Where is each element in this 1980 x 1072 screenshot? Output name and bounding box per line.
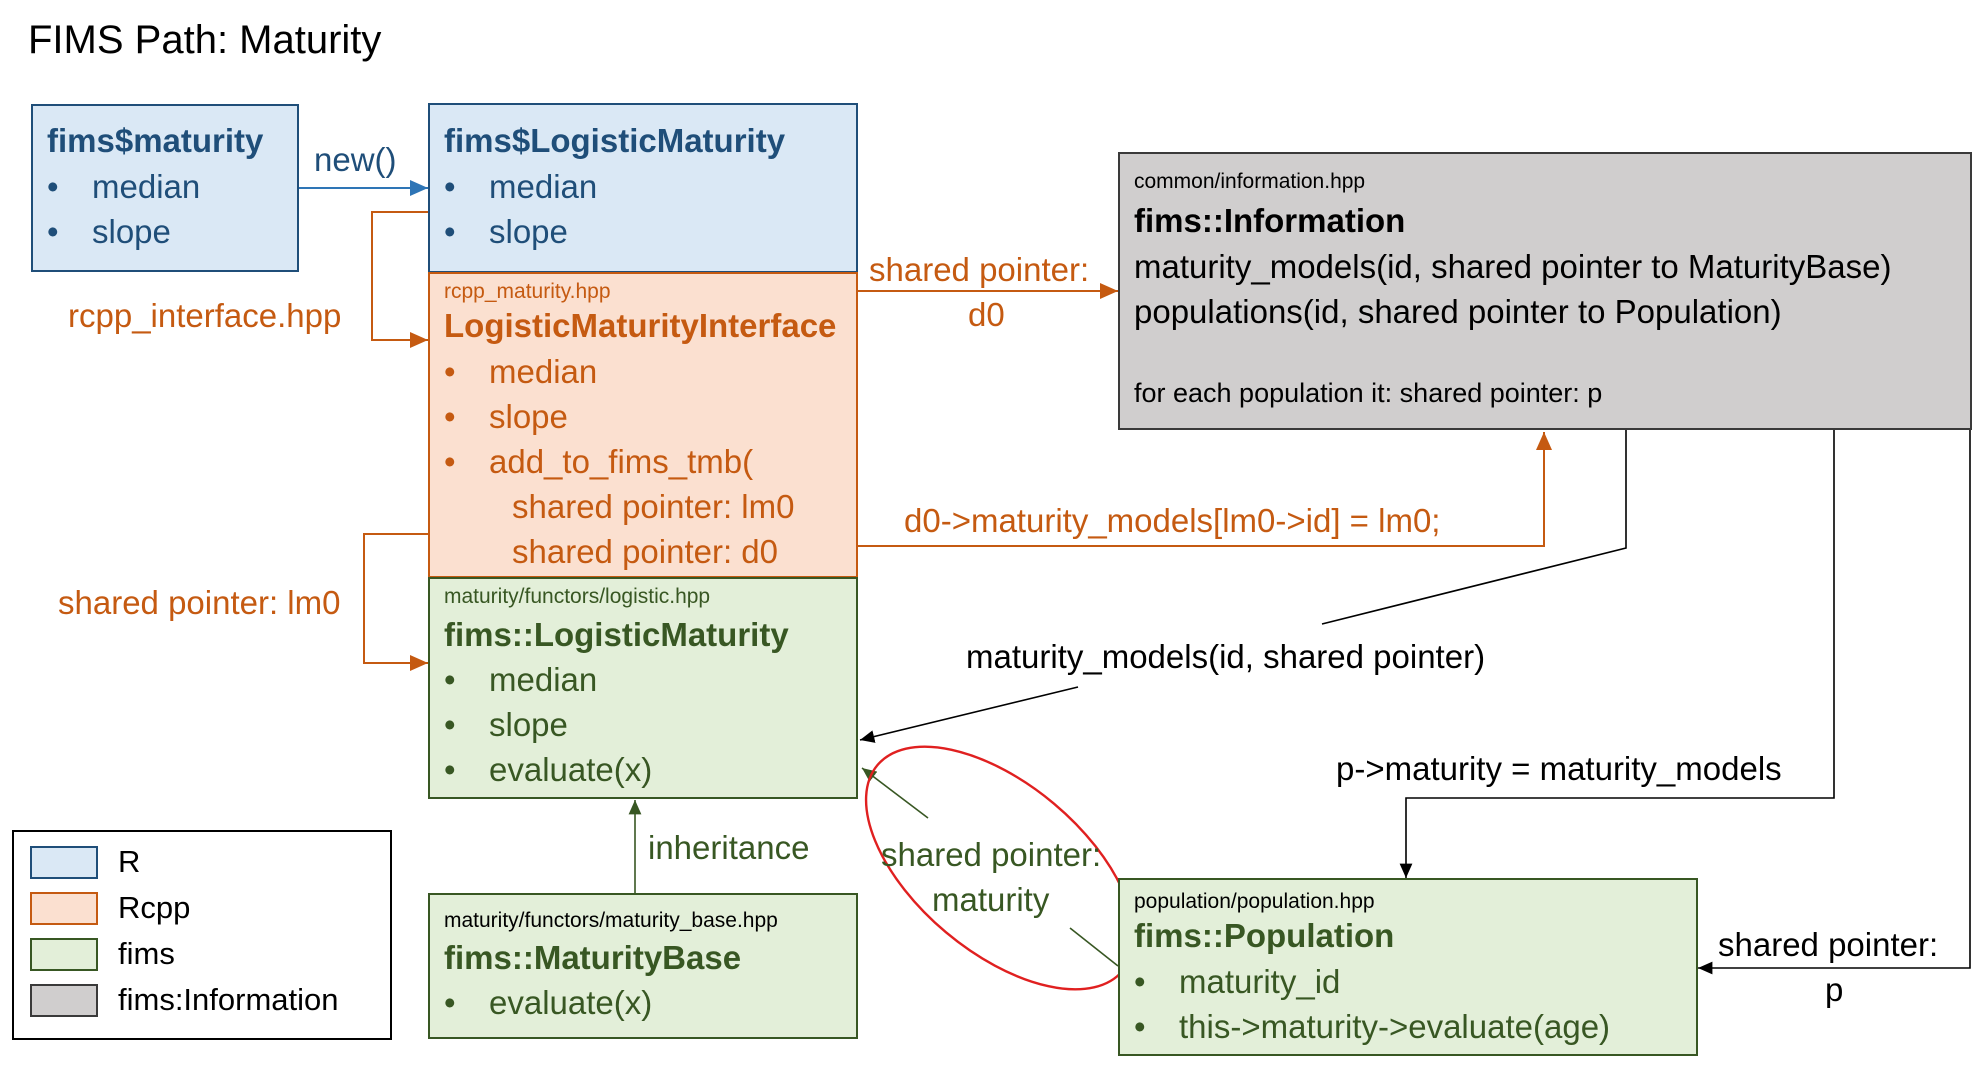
page-title: FIMS Path: Maturity xyxy=(28,18,382,62)
fims-logistic-item: •evaluate(x) xyxy=(444,751,653,788)
maturity-base-heading: fims::MaturityBase xyxy=(444,939,742,976)
new-label: new() xyxy=(314,141,397,178)
population-box: population/population.hpp fims::Populati… xyxy=(1118,878,1698,1056)
information-file-label: common/information.hpp xyxy=(1134,170,1366,193)
population-file-label: population/population.hpp xyxy=(1134,890,1375,913)
legend-swatch-rcpp xyxy=(30,892,98,925)
population-heading: fims::Population xyxy=(1134,917,1395,954)
rcpp-sub-item: shared pointer: lm0 xyxy=(512,488,795,525)
maturity-base-file-label: maturity/functors/maturity_base.hpp xyxy=(444,909,778,932)
shared-pointer-p-label: shared pointer: xyxy=(1718,926,1939,963)
rcpp-interface-label: rcpp_interface.hpp xyxy=(68,297,342,334)
fims-logistic-file-label: maturity/functors/logistic.hpp xyxy=(444,585,711,608)
legend-swatch-fims xyxy=(30,938,98,971)
information-line: populations(id, shared pointer to Popula… xyxy=(1134,293,1782,330)
rcpp-interface-box: rcpp_maturity.hpp LogisticMaturityInterf… xyxy=(428,272,858,578)
r-maturity-item: •median xyxy=(47,168,201,205)
rcpp-item: •add_to_fims_tmb( xyxy=(444,443,754,480)
fims-logistic-item: •median xyxy=(444,661,598,698)
shared-pointer-d0-label: shared pointer: xyxy=(869,251,1090,288)
maturity-models-call-label: maturity_models(id, shared pointer) xyxy=(966,638,1486,675)
legend-label-rcpp: Rcpp xyxy=(118,890,191,925)
r-maturity-box: fims$maturity •median •slope xyxy=(31,104,299,272)
shared-pointer-lm0-label: shared pointer: lm0 xyxy=(58,584,341,621)
information-line: maturity_models(id, shared pointer to Ma… xyxy=(1134,248,1892,285)
fims-logistic-heading: fims::LogisticMaturity xyxy=(444,616,789,653)
fims-logistic-maturity-box: maturity/functors/logistic.hpp fims::Log… xyxy=(428,577,858,799)
legend-label-r: R xyxy=(118,844,141,879)
r-logistic-maturity-box: fims$LogisticMaturity •median •slope xyxy=(428,103,858,273)
maturity-base-item: •evaluate(x) xyxy=(444,984,653,1021)
r-logistic-item: •slope xyxy=(444,213,568,250)
inheritance-label: inheritance xyxy=(648,829,810,866)
shared-pointer-maturity-label: shared pointer: xyxy=(881,836,1102,873)
rcpp-heading: LogisticMaturityInterface xyxy=(444,307,837,344)
legend-label-information: fims:Information xyxy=(118,982,339,1017)
legend-label-fims: fims xyxy=(118,936,175,971)
legend-swatch-information xyxy=(30,984,98,1017)
fims-logistic-item: •slope xyxy=(444,706,568,743)
legend-swatch-r xyxy=(30,846,98,879)
p-maturity-label: p->maturity = maturity_models xyxy=(1336,750,1782,787)
r-maturity-item: •slope xyxy=(47,213,171,250)
population-item: •maturity_id xyxy=(1134,963,1341,1000)
shared-pointer-p-value: p xyxy=(1825,971,1844,1008)
shared-pointer-d0-value: d0 xyxy=(968,296,1005,333)
shared-pointer-maturity-value: maturity xyxy=(932,881,1050,918)
rcpp-sub-item: shared pointer: d0 xyxy=(512,533,779,570)
legend: R Rcpp fims fims:Information xyxy=(12,830,392,1040)
information-heading: fims::Information xyxy=(1134,202,1406,239)
assign-models-label: d0->maturity_models[lm0->id] = lm0; xyxy=(904,502,1441,539)
information-note: for each population it: shared pointer: … xyxy=(1134,378,1603,408)
rcpp-file-label: rcpp_maturity.hpp xyxy=(444,280,611,303)
r-logistic-item: •median xyxy=(444,168,598,205)
fims-maturity-base-box: maturity/functors/maturity_base.hpp fims… xyxy=(428,893,858,1039)
rcpp-item: •median xyxy=(444,353,598,390)
information-box: common/information.hpp fims::Information… xyxy=(1118,152,1972,430)
r-maturity-heading: fims$maturity xyxy=(47,122,264,159)
population-item: •this->maturity->evaluate(age) xyxy=(1134,1008,1611,1045)
r-logistic-heading: fims$LogisticMaturity xyxy=(444,122,786,159)
rcpp-item: •slope xyxy=(444,398,568,435)
